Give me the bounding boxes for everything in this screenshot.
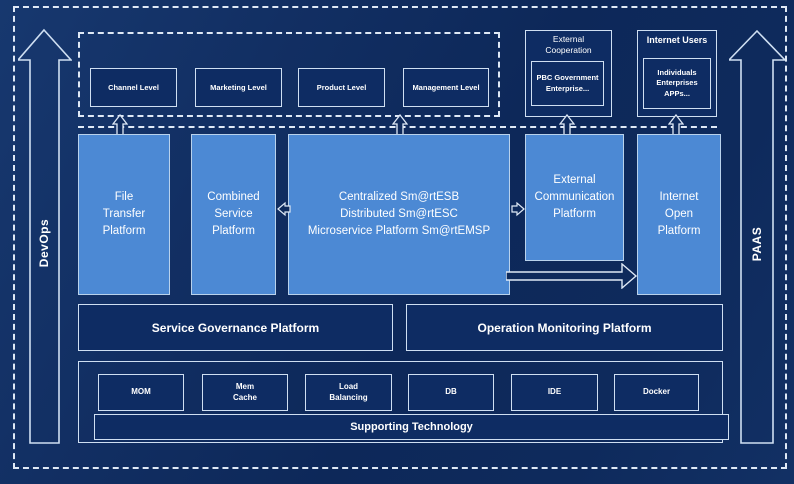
external-cooperation-title: External Cooperation — [545, 34, 592, 55]
supporting-technology-container — [78, 361, 723, 443]
connector-up-arrow-esb — [392, 114, 408, 136]
external-communication-platform-box: External Communication Platform — [525, 134, 624, 261]
devops-up-arrow-icon — [18, 28, 72, 444]
level-label: Channel Level — [108, 83, 159, 92]
right-arrow-icon — [511, 201, 525, 217]
tech-box-load-balancing: Load Balancing — [305, 374, 392, 411]
file-transfer-platform-box: File Transfer Platform — [78, 134, 170, 295]
connector-long-right-arrow — [506, 263, 637, 289]
level-label: Product Level — [316, 83, 367, 92]
up-arrow-icon — [559, 114, 575, 136]
paas-up-arrow-icon — [729, 29, 785, 444]
external-communication-platform-label: External Communication Platform — [534, 174, 615, 220]
external-cooperation-body: PBC Government Enterprise... — [536, 73, 599, 93]
esb-platform-box: Centralized Sm@rtESB Distributed Sm@rtES… — [288, 134, 510, 295]
service-governance-platform-box: Service Governance Platform — [78, 304, 393, 351]
internet-users-title: Internet Users — [646, 35, 708, 45]
internet-users-inner-box: Individuals Enterprises APPs... — [643, 58, 711, 109]
internet-open-platform-label: Internet Open Platform — [657, 191, 701, 237]
tech-label: Docker — [642, 387, 671, 397]
connector-up-arrow-file-transfer — [112, 114, 128, 136]
up-arrow-icon — [112, 114, 128, 136]
long-right-arrow-icon — [506, 263, 637, 289]
tech-label: Load Balancing — [329, 382, 368, 402]
connector-up-arrow-external-comm — [559, 114, 575, 136]
level-box-channel: Channel Level — [90, 68, 177, 107]
combined-service-platform-box: Combined Service Platform — [191, 134, 276, 295]
tech-label: IDE — [547, 387, 562, 397]
esb-platform-label: Centralized Sm@rtESB Distributed Sm@rtES… — [307, 191, 491, 237]
tech-box-mem-cache: Mem Cache — [202, 374, 288, 411]
tech-label: DB — [445, 387, 457, 397]
operation-monitoring-platform-box: Operation Monitoring Platform — [406, 304, 723, 351]
connector-right-arrow — [511, 201, 525, 217]
level-box-marketing: Marketing Level — [195, 68, 282, 107]
service-governance-platform-label: Service Governance Platform — [151, 320, 320, 335]
supporting-technology-label: Supporting Technology — [350, 421, 473, 433]
tech-label: MOM — [131, 387, 151, 397]
tech-box-db: DB — [408, 374, 494, 411]
internet-users-body: Individuals Enterprises APPs... — [656, 68, 698, 98]
external-cooperation-inner-box: PBC Government Enterprise... — [531, 61, 604, 106]
internet-users-box: Internet Users Individuals Enterprises A… — [637, 30, 717, 117]
connector-up-arrow-internet-open — [668, 114, 684, 136]
tech-box-docker: Docker — [614, 374, 699, 411]
tech-label: Mem Cache — [232, 382, 257, 402]
level-box-product: Product Level — [298, 68, 385, 107]
up-arrow-icon — [392, 114, 408, 136]
paas-rail — [729, 27, 785, 445]
devops-rail — [18, 26, 72, 445]
level-label: Marketing Level — [210, 83, 267, 92]
tech-box-ide: IDE — [511, 374, 598, 411]
left-arrow-icon — [277, 201, 291, 217]
paas-rail-label: PAAS — [750, 226, 764, 262]
file-transfer-platform-label: File Transfer Platform — [102, 191, 146, 237]
up-arrow-icon — [668, 114, 684, 136]
operation-monitoring-platform-label: Operation Monitoring Platform — [477, 320, 652, 335]
levels-band — [78, 32, 500, 117]
level-box-management: Management Level — [403, 68, 489, 107]
supporting-technology-bar: Supporting Technology — [94, 414, 729, 440]
outer-dashed-frame — [13, 6, 787, 469]
external-cooperation-box: External Cooperation PBC Government Ente… — [525, 30, 612, 117]
level-label: Management Level — [412, 83, 480, 92]
internet-open-platform-box: Internet Open Platform — [637, 134, 721, 295]
combined-service-platform-label: Combined Service Platform — [207, 191, 260, 237]
tech-box-mom: MOM — [98, 374, 184, 411]
devops-rail-label: DevOps — [37, 218, 51, 268]
connector-left-arrow — [277, 201, 291, 217]
